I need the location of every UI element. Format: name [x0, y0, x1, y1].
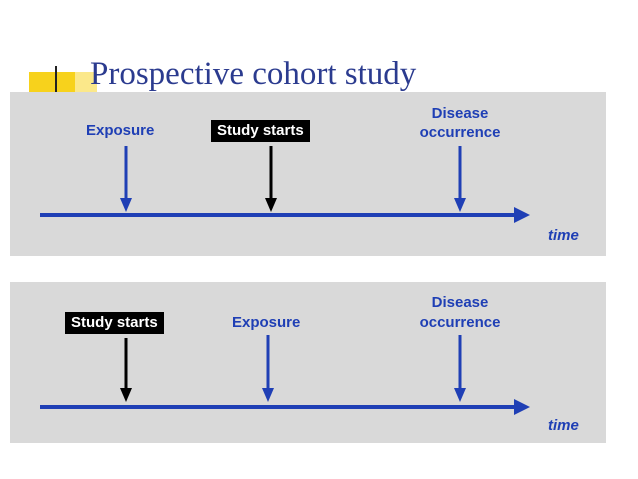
- time-axis-2-arrowhead: [514, 399, 530, 415]
- disease-label-2-line1: Disease: [431, 294, 489, 311]
- disease-label-1-line2: occurrence: [419, 124, 501, 141]
- time-label-1: time: [548, 227, 579, 244]
- slide-title: Prospective cohort study: [90, 56, 417, 92]
- exposure-arrow-1-head: [120, 198, 132, 212]
- timeline-panel-1: [10, 92, 606, 256]
- study-starts-label-1: Study starts: [211, 120, 310, 142]
- exposure-label-2: Exposure: [232, 314, 301, 331]
- time-axis-1-arrowhead: [514, 207, 530, 223]
- exposure-label-1: Exposure: [86, 122, 155, 139]
- exposure-arrow-2-head: [262, 388, 274, 402]
- disease-label-1-line1: Disease: [431, 105, 489, 122]
- disease-arrow-1-head: [454, 198, 466, 212]
- disease-label-2-line2: occurrence: [419, 314, 501, 331]
- study-starts-arrow-1-head: [265, 198, 277, 212]
- title-accent-line: [55, 66, 57, 104]
- time-label-2: time: [548, 417, 579, 434]
- study-starts-label-2: Study starts: [65, 312, 164, 334]
- study-starts-arrow-2-head: [120, 388, 132, 402]
- timeline-panel-2: [10, 282, 606, 443]
- disease-arrow-2-head: [454, 388, 466, 402]
